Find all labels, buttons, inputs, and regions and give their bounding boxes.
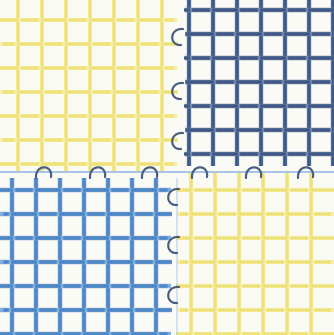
woven-grid-illustration	[0, 0, 334, 335]
woven-grid-canvas	[0, 0, 334, 335]
